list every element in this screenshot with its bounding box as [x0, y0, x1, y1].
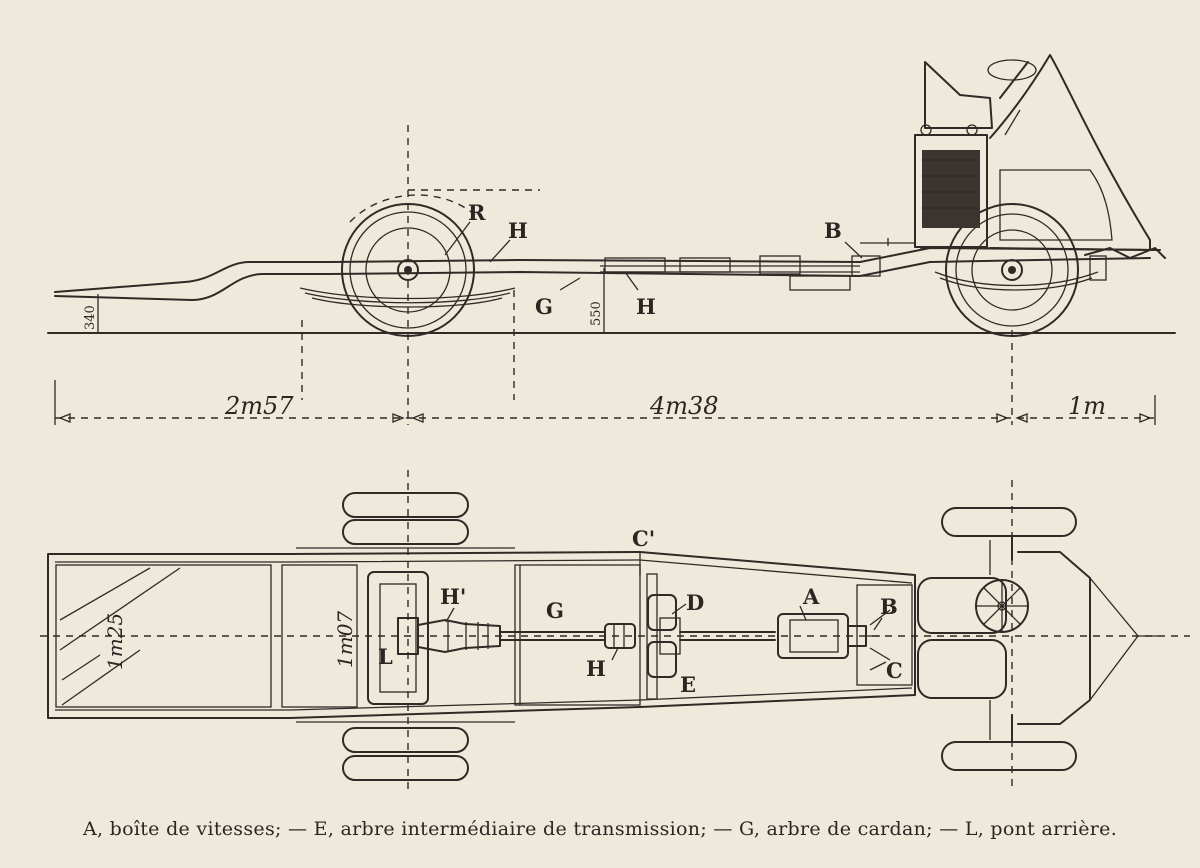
label-B-side: B [824, 218, 842, 243]
figure-caption: A, boîte de vitesses; — E, arbre intermé… [82, 818, 1118, 840]
front-dumb-iron [1084, 247, 1166, 259]
plan-view: C' H' G D A B L H E C 1m25 1m07 [40, 470, 1190, 790]
label-E: E [680, 672, 696, 697]
label-C-prime: C' [632, 526, 655, 551]
label-R-side: R [468, 200, 486, 225]
label-C: C [886, 658, 903, 683]
front-wheels-plan [941, 507, 1077, 771]
label-G-side: G [535, 294, 553, 319]
label-L: L [378, 644, 393, 669]
dim-4m38: 4m38 [649, 392, 719, 420]
label-A: A [802, 584, 820, 609]
universal-joint-H [604, 623, 636, 649]
intermediate-shaft-DE [647, 594, 776, 678]
rear-axle-L [367, 571, 501, 705]
front-leaf-spring [934, 271, 1099, 291]
dim-1m: 1m [1068, 392, 1106, 420]
rear-wheel-side [341, 189, 540, 337]
label-H-side-top: H [508, 218, 528, 243]
label-G-plan: G [546, 598, 564, 623]
label-H-side-low: H [636, 294, 656, 319]
dim-340: 340 [83, 305, 98, 330]
label-H-plan: H [586, 656, 606, 681]
rear-leaf-spring [299, 287, 516, 308]
side-frame-rail [54, 247, 1161, 301]
plan-frame-outer [47, 551, 916, 719]
label-B-plan: B [880, 594, 898, 619]
label-D: D [686, 590, 704, 615]
rear-twin-tyres [296, 492, 515, 781]
dim-1m25: 1m25 [103, 613, 127, 670]
front-engine-plan [917, 551, 1158, 725]
label-H-prime: H' [440, 584, 466, 609]
dim-550: 550 [589, 301, 604, 326]
dim-1m07: 1m07 [333, 611, 357, 668]
side-cardan-shaft [604, 255, 881, 291]
seat-and-dash [920, 54, 1151, 251]
dim-2m57: 2m57 [224, 392, 294, 420]
radiator-side [914, 124, 988, 248]
side-elevation: R H B G H 340 550 2m57 4m38 1m [47, 54, 1176, 425]
